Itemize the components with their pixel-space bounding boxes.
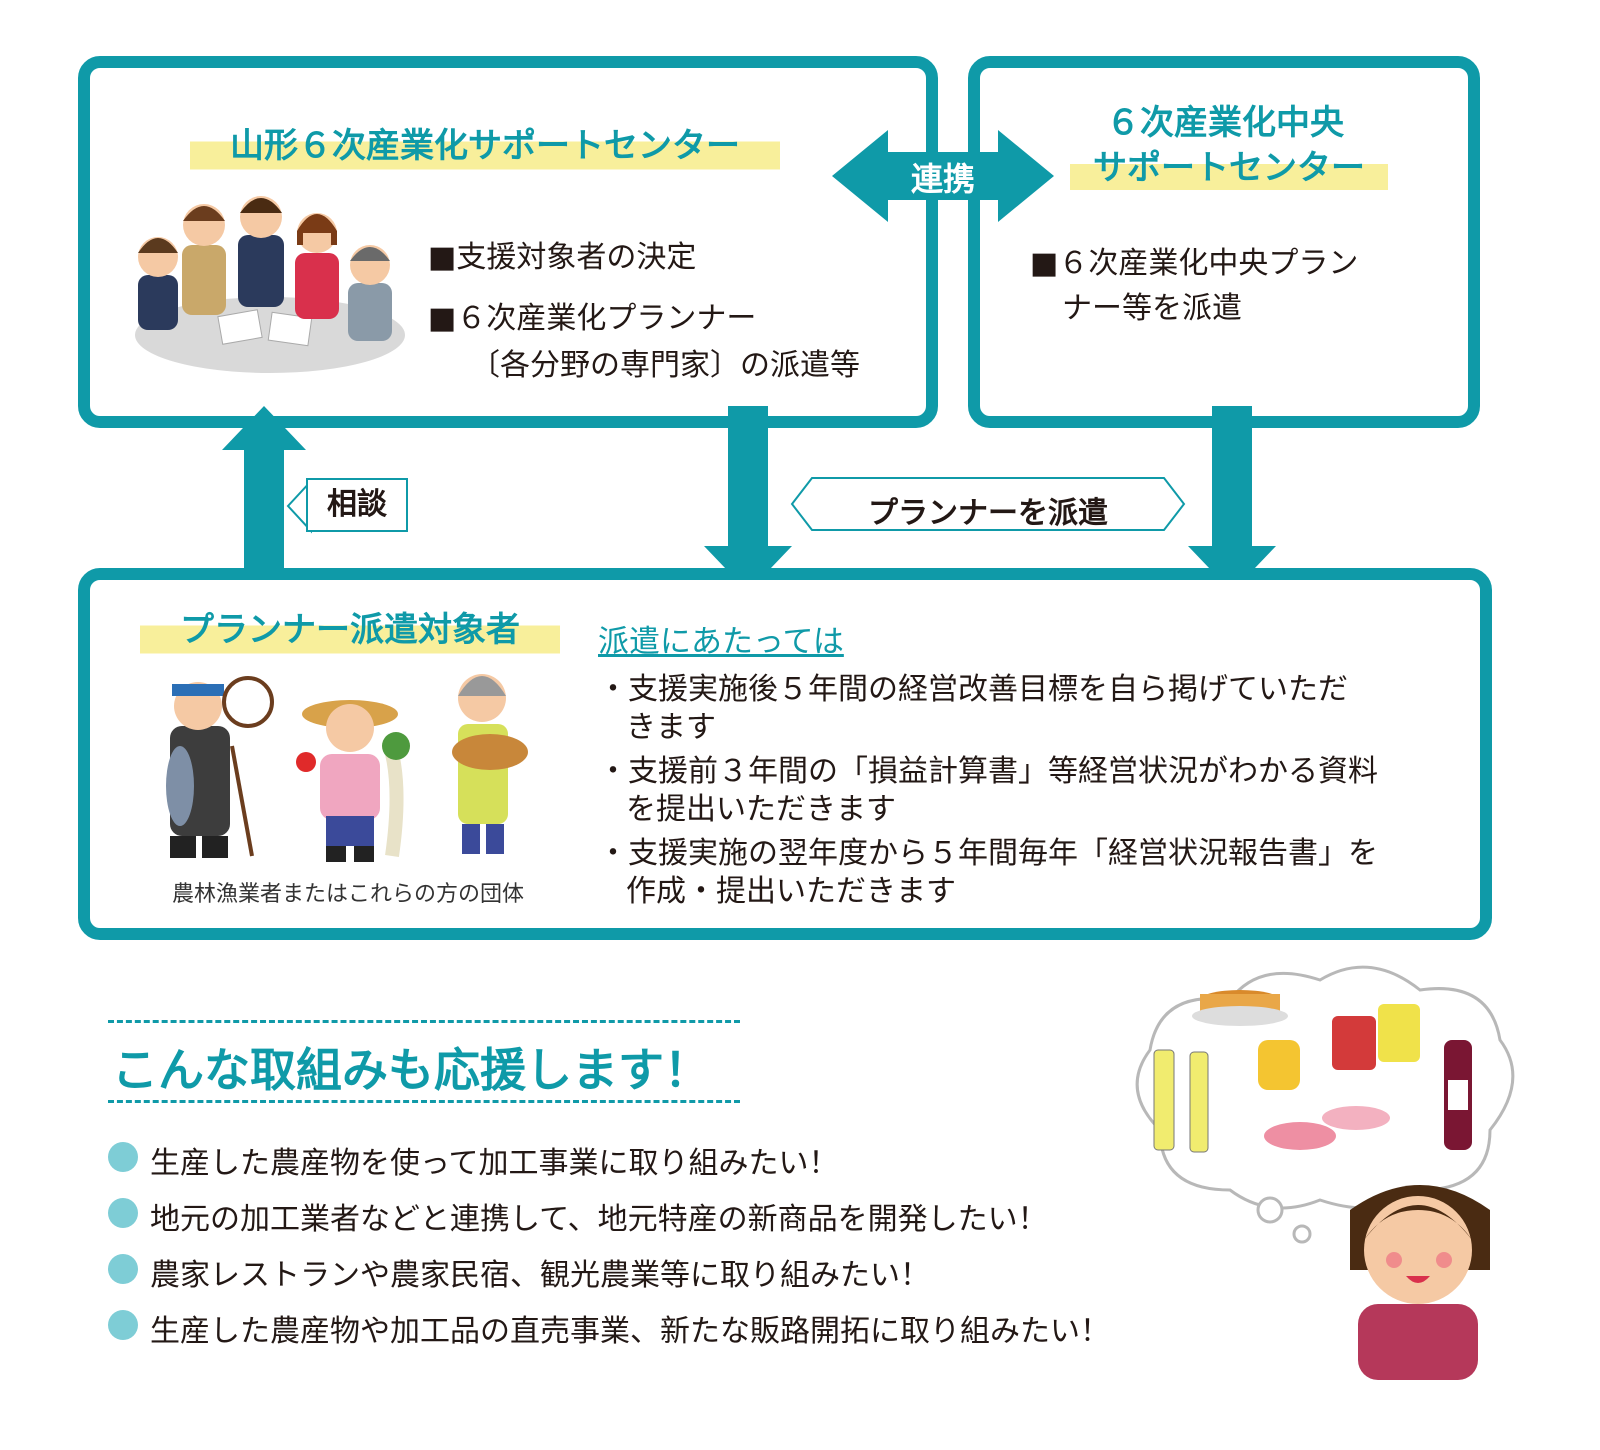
central-center-title-line-1: ６次産業化中央	[1106, 103, 1344, 143]
dispatch-notes-heading: 派遣にあたっては	[598, 624, 844, 660]
note-2-line-1: ・支援前３年間の「損益計算書」等経営状況がわかる資料	[598, 754, 1378, 789]
consult-label: 相談	[306, 478, 408, 532]
dispatch-tag-shape	[790, 477, 1186, 531]
support-title-bottom-rule	[108, 1100, 740, 1103]
note-1-line-2: きます	[626, 710, 716, 745]
central-center-title-line-2: サポートセンター	[1070, 142, 1388, 194]
top-left-item-1: ■支援対象者の決定	[428, 240, 697, 275]
support-title: こんな取組みも応援します！	[112, 1043, 710, 1097]
dispatch-target-caption: 農林漁業者またはこれらの方の団体	[171, 882, 524, 907]
support-item-4: 生産した農産物や加工品の直売事業、新たな販路開拓に取り組みたい！	[150, 1314, 1110, 1349]
top-left-item-2-detail: 〔各分野の専門家〕の派遣等	[470, 348, 860, 383]
top-left-item-2: ■６次産業化プランナー	[428, 301, 757, 336]
support-bullet-2	[108, 1198, 138, 1228]
note-1-line-1: ・支援実施後５年間の経営改善目標を自ら掲げていただ	[598, 672, 1348, 707]
support-item-3: 農家レストランや農家民宿、観光農業等に取り組みたい！	[150, 1258, 930, 1293]
dispatch-down-arrow-right	[1188, 406, 1276, 592]
meeting-illustration	[135, 196, 405, 373]
thinking-woman-products-illustration	[1135, 965, 1515, 1380]
dispatch-target-title: プランナー派遣対象者	[140, 602, 560, 658]
top-right-item-1: ■６次産業化中央プラン	[1030, 246, 1359, 281]
dispatch-down-arrow-left	[704, 406, 792, 592]
support-item-2: 地元の加工業者などと連携して、地元特産の新商品を開発したい！	[150, 1202, 1048, 1237]
support-item-1: 生産した農産物を使って加工事業に取り組みたい！	[150, 1146, 839, 1181]
support-bullet-1	[108, 1142, 138, 1172]
yamagata-center-title: 山形６次産業化サポートセンター	[190, 118, 780, 174]
support-title-top-rule	[108, 1020, 740, 1023]
support-bullet-3	[108, 1254, 138, 1284]
note-3-line-2: 作成・提出いただきます	[626, 874, 956, 909]
consult-up-arrow	[222, 406, 306, 592]
top-right-item-1-cont: ナー等を派遣	[1062, 291, 1242, 326]
link-double-arrow	[832, 130, 1054, 222]
note-3-line-1: ・支援実施の翌年度から５年間毎年「経営状況報告書」を	[598, 836, 1378, 871]
farmers-illustration	[166, 674, 528, 862]
central-support-center-box	[968, 56, 1480, 428]
support-bullet-4	[108, 1310, 138, 1340]
link-label: 連携	[910, 160, 975, 198]
note-2-line-2: を提出いただきます	[626, 792, 896, 827]
dispatch-label: プランナーを派遣	[868, 496, 1108, 531]
